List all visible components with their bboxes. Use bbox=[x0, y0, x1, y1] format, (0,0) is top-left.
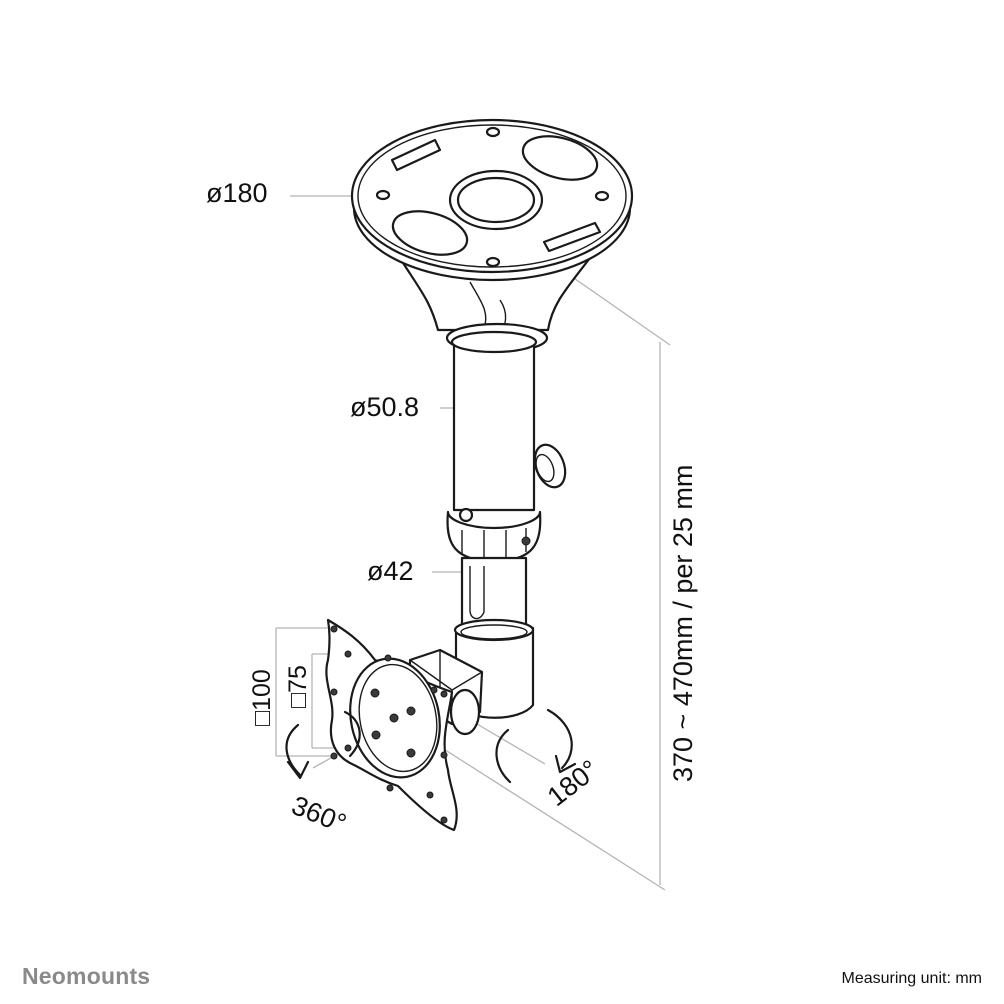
brand-logo: Neomounts bbox=[22, 963, 151, 989]
ceiling-plate bbox=[350, 118, 634, 354]
vesa-100-label: □100 bbox=[248, 669, 276, 726]
ceiling-plate-diameter-label: ø180 bbox=[206, 178, 268, 208]
lower-tube-diameter-label: ø42 bbox=[367, 556, 414, 586]
upper-tube-diameter-label: ø50.8 bbox=[350, 392, 420, 422]
rotation-arrows bbox=[285, 710, 361, 780]
height-range-label: 370 ~ 470mm / per 25 mm bbox=[668, 464, 698, 782]
vesa-75-label: □75 bbox=[284, 665, 312, 708]
vesa-plate bbox=[325, 618, 458, 832]
height-adjust-knob bbox=[533, 443, 567, 489]
upper-tube bbox=[446, 330, 567, 564]
measuring-unit: Measuring unit: mm bbox=[841, 970, 983, 987]
tube-collar bbox=[446, 507, 542, 564]
tilt-arrows bbox=[495, 708, 577, 784]
